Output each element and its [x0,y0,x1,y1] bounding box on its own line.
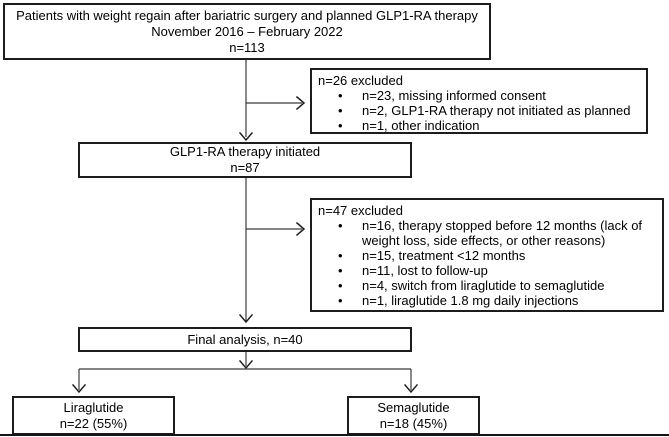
semaglutide-count: n=18 (45%) [379,415,448,431]
final-analysis-label: Final analysis, n=40 [187,331,303,347]
enrollment-count: n=113 [229,39,265,55]
excluded1-header: n=26 excluded [318,73,403,88]
excluded2-item: n=15, treatment <12 months [318,248,656,263]
figure-bottom-rule [0,434,669,436]
arrowhead-right-excluded1-icon [295,95,306,111]
excluded2-item: n=1, liraglutide 1.8 mg daily injections [318,293,656,308]
box-excluded-1: n=26 excluded n=23, missing informed con… [310,68,648,134]
semaglutide-label: Semaglutide [377,399,450,415]
arrowhead-down-semaglutide-icon [403,383,419,394]
excluded1-list: n=23, missing informed consent n=2, GLP1… [318,88,640,133]
initiated-line1: GLP1-RA therapy initiated [169,144,321,159]
box-semaglutide: Semaglutide n=18 (45%) [347,396,480,435]
box-liraglutide: Liraglutide n=22 (55%) [12,396,175,435]
box-enrollment: Patients with weight regain after bariat… [3,3,491,60]
excluded1-item: n=23, missing informed consent [318,88,640,103]
excluded2-item: n=11, lost to follow-up [318,263,656,278]
arrowhead-down-final-icon [238,313,254,324]
box-final-analysis: Final analysis, n=40 [78,327,412,352]
excluded2-list: n=16, therapy stopped before 12 months (… [318,218,656,308]
excluded2-item: n=4, switch from liraglutide to semaglut… [318,278,656,293]
arrowhead-down-liraglutide-icon [71,383,87,394]
excluded1-item: n=1, other indication [318,118,640,133]
excluded2-item: n=16, therapy stopped before 12 months (… [318,218,656,248]
excluded1-item: n=2, GLP1-RA therapy not initiated as pl… [318,103,640,118]
box-therapy-initiated: GLP1-RA therapy initiated n=87 [78,142,412,178]
arrowhead-down-initiated-icon [238,131,254,142]
liraglutide-label: Liraglutide [63,399,124,415]
arrowhead-right-excluded2-icon [295,221,306,237]
initiated-count: n=87 [230,160,260,175]
liraglutide-count: n=22 (55%) [59,415,128,431]
box-excluded-2: n=47 excluded n=16, therapy stopped befo… [310,198,664,312]
enrollment-line2: November 2016 – February 2022 [151,23,343,39]
enrollment-line1: Patients with weight regain after bariat… [16,7,478,23]
excluded2-header: n=47 excluded [318,203,403,218]
arrowhead-down-split-icon [238,359,254,370]
